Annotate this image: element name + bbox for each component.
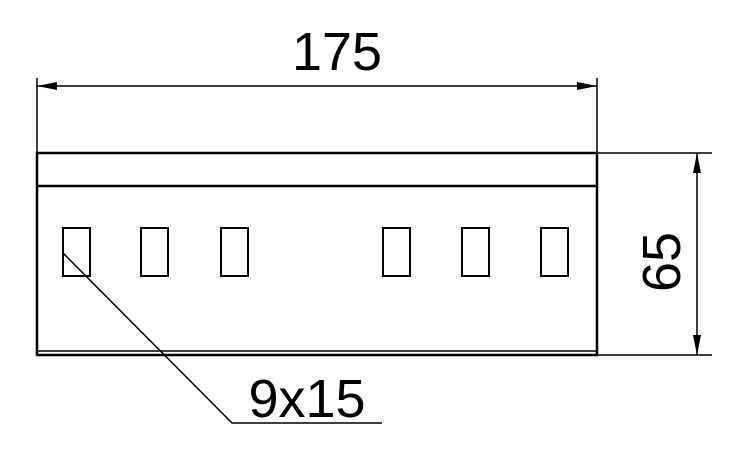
slot (382, 227, 411, 277)
slot-leader-line (62, 252, 382, 424)
length-dimension: 175 (36, 22, 598, 153)
part-body (35, 151, 599, 357)
slot (140, 227, 169, 277)
slots (62, 227, 569, 277)
part-outline (35, 151, 599, 357)
length-dimension-label: 175 (292, 22, 382, 82)
slot (540, 227, 569, 277)
slot (220, 227, 249, 277)
slot-size-callout: 9x15 (62, 252, 382, 429)
slot (461, 227, 490, 277)
height-dimension: 65 (597, 152, 712, 356)
height-dimension-label: 65 (632, 232, 692, 292)
slot (62, 227, 91, 277)
slot-size-label: 9x15 (248, 369, 365, 429)
